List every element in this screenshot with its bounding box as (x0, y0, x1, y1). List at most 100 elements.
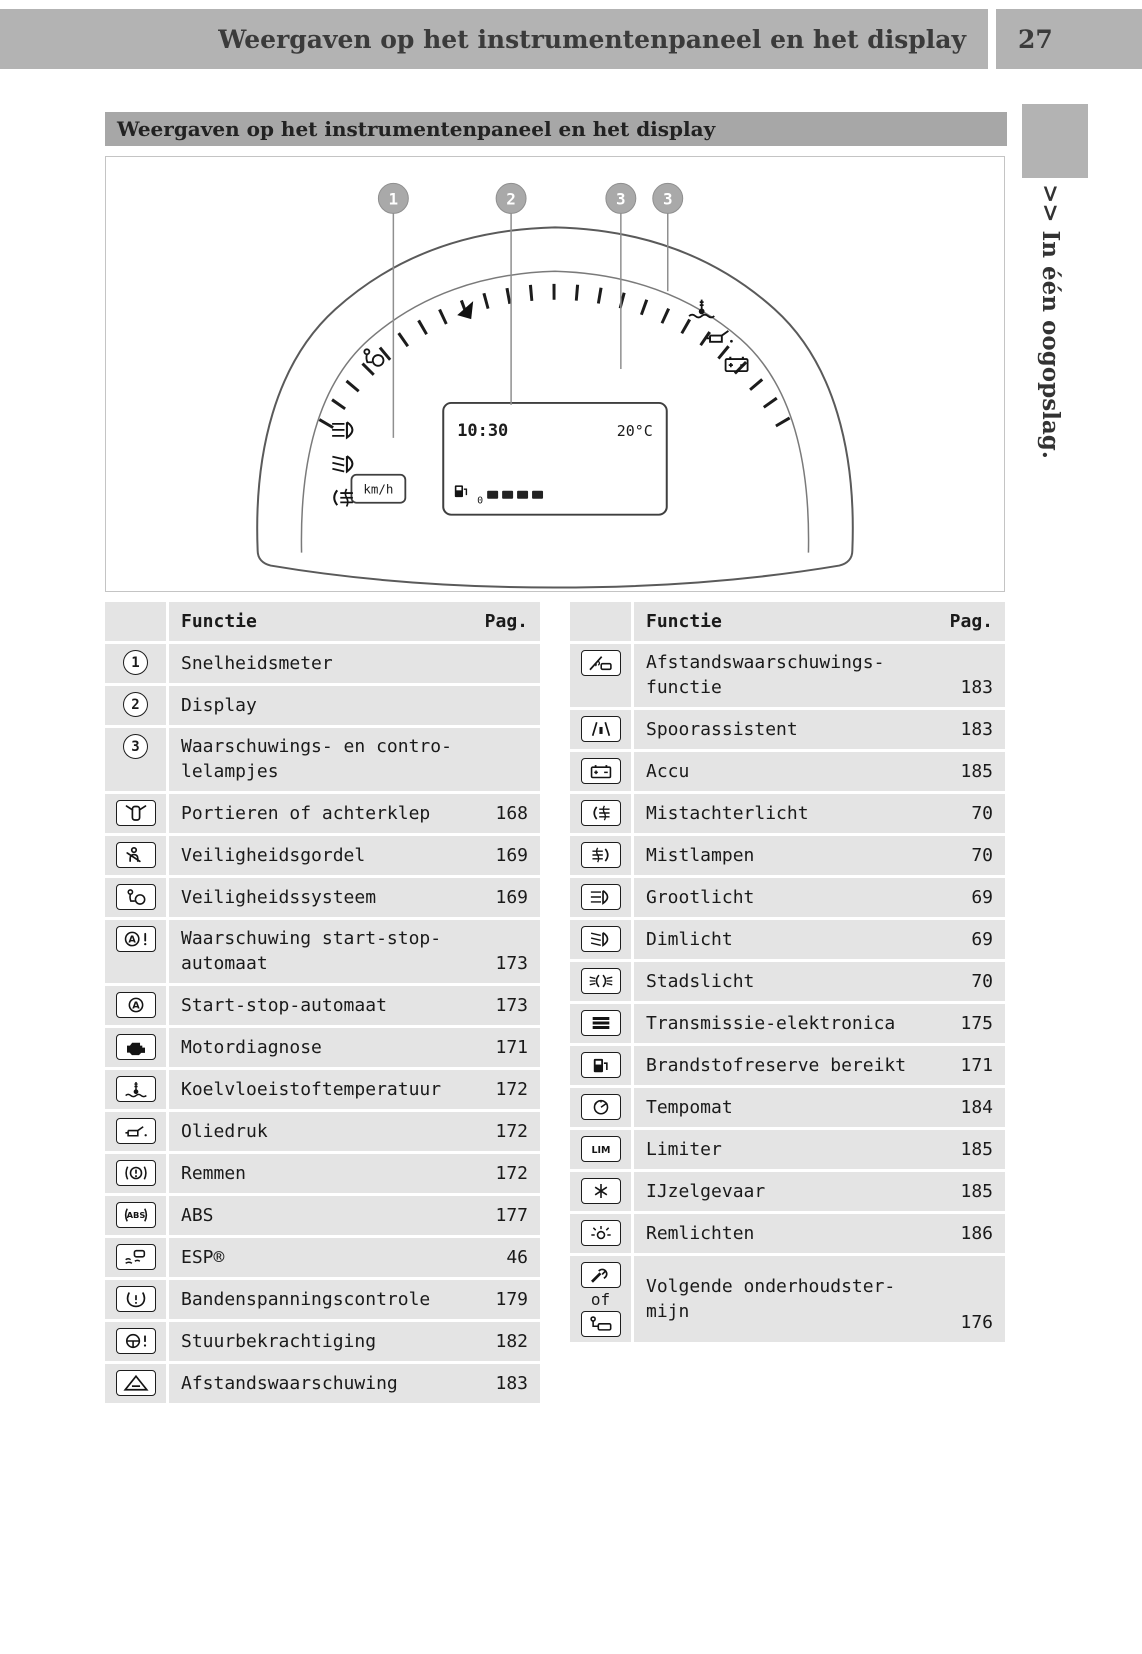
low-beam-icon (586, 930, 616, 948)
function-label: Waarschuwing start-stop-automaat (181, 928, 442, 974)
table-row: Afstandswaarschuwings-functie 183 (570, 644, 1005, 707)
page-ref: 172 (495, 1079, 528, 1100)
function-label: Afstandswaarschuwings-functie (646, 652, 885, 698)
function-label: Limiter (646, 1138, 722, 1160)
row-icon-cell (105, 1238, 169, 1277)
page-ref: 70 (971, 845, 993, 866)
callout-number-badge: 3 (123, 734, 148, 759)
function-label: ESP® (181, 1246, 225, 1268)
start-stop-icon (121, 996, 151, 1014)
row-icon-cell (105, 1070, 169, 1109)
page-ref: 175 (960, 1013, 993, 1034)
row-icon-cell (570, 836, 634, 875)
function-label: Dimlicht (646, 928, 733, 950)
svg-text:2: 2 (506, 189, 516, 208)
function-label: Remmen (181, 1162, 247, 1184)
indicator-icon-box (115, 1160, 156, 1186)
function-label: Motordiagnose (181, 1036, 322, 1058)
high-beam-icon (586, 888, 616, 906)
indicator-icon-box (580, 926, 621, 952)
indicator-icon-box (580, 1136, 621, 1162)
section-title-bar: Weergaven op het instrumentenpaneel en h… (105, 112, 1007, 146)
page-number: 27 (996, 9, 1142, 69)
indicator-icon-box-2 (580, 1311, 621, 1337)
page-ref: 169 (495, 887, 528, 908)
page-ref: 177 (495, 1205, 528, 1226)
header-divider (988, 9, 996, 69)
function-label: Afstandswaarschuwing (181, 1372, 398, 1394)
page-header: Weergaven op het instrumentenpaneel en h… (0, 9, 1142, 69)
rear-fog-light-icon (586, 804, 616, 822)
tire-pressure-icon (121, 1290, 151, 1308)
page-ref: 46 (506, 1247, 528, 1268)
callout-number-badge: 1 (123, 650, 148, 675)
cluster-housing-outline (256, 226, 854, 589)
table-body: Afstandswaarschuwings-functie 183 Spoora… (570, 644, 1005, 1342)
header-icon-cell (105, 602, 169, 641)
engine-diagnosis-icon (121, 1038, 151, 1056)
table-body: 1 Snelheidsmeter 2 Display (105, 644, 540, 1403)
function-label: Mistachterlicht (646, 802, 809, 824)
row-icon-cell (570, 1214, 634, 1253)
page-ref: 182 (495, 1331, 528, 1352)
table-row: ABS 177 (105, 1196, 540, 1235)
function-label: Tempomat (646, 1096, 733, 1118)
display-time: 10:30 (457, 420, 508, 440)
header-function-label: Functie (646, 610, 722, 632)
chapter-label-vertical: >> In één oogopslag. (1037, 184, 1064, 459)
header-title-area: Weergaven op het instrumentenpaneel en h… (0, 9, 988, 69)
page-ref: 185 (960, 761, 993, 782)
page-ref: 171 (960, 1055, 993, 1076)
table-row: Spoorassistent 183 (570, 710, 1005, 749)
header-page-label: Pag. (484, 610, 528, 632)
seatbelt-icon (121, 846, 151, 864)
row-icon-cell (570, 1088, 634, 1127)
diagram-panel: 10:30 20°C 0 km/h 1 (105, 156, 1005, 592)
indicator-icon-box (580, 650, 621, 676)
page-ref (470, 644, 540, 683)
fog-lights-icon (586, 846, 616, 864)
function-label: Remlichten (646, 1222, 755, 1244)
indicator-icon-box (580, 968, 621, 994)
function-label: Portieren of achterklep (181, 802, 431, 824)
service-due-icon (586, 1315, 616, 1333)
of-label: of (590, 1290, 611, 1309)
function-label: IJzelgevaar (646, 1180, 766, 1202)
indicator-icon-box (115, 1118, 156, 1144)
table-row: Accu 185 (570, 752, 1005, 791)
table-row: Remmen 172 (105, 1154, 540, 1193)
page-ref: 183 (495, 1373, 528, 1394)
table-row: 2 Display (105, 686, 540, 725)
row-icon-cell: 1 (105, 644, 169, 683)
fuel-level-bars (487, 490, 544, 499)
row-icon-cell (570, 962, 634, 1001)
page-ref: 172 (495, 1163, 528, 1184)
indicator-icon-box (115, 1076, 156, 1102)
function-label: Transmissie-elektronica (646, 1012, 896, 1034)
start-stop-warning-icon (121, 930, 151, 948)
airbag-icon (121, 888, 151, 906)
callout-3b: 3 (652, 182, 684, 214)
rear-fog-light-icon (333, 487, 354, 508)
table-row: Tempomat 184 (570, 1088, 1005, 1127)
indicator-icon-box (115, 926, 156, 952)
row-icon-cell (570, 1004, 634, 1043)
table-row: Grootlicht 69 (570, 878, 1005, 917)
speed-unit-box (350, 473, 407, 504)
page-ref: 185 (960, 1181, 993, 1202)
page-ref: 70 (971, 971, 993, 992)
row-icon-cell (570, 1046, 634, 1085)
function-label: Oliedruk (181, 1120, 268, 1142)
speedometer-needle (457, 301, 474, 320)
fuel-reserve-icon (586, 1056, 616, 1074)
row-icon-cell (105, 986, 169, 1025)
indicator-icon-box (115, 800, 156, 826)
page-ref: 173 (495, 995, 528, 1016)
center-display (442, 401, 668, 516)
function-table-right: Functie Pag. Afstandswaarschuwings-funct… (570, 602, 1005, 1345)
oil-pressure-icon (121, 1122, 151, 1140)
speedometer-scale (318, 283, 792, 429)
brake-lights-icon (586, 1224, 616, 1242)
indicator-icon-box (580, 1010, 621, 1036)
indicator-icon-box (115, 1328, 156, 1354)
